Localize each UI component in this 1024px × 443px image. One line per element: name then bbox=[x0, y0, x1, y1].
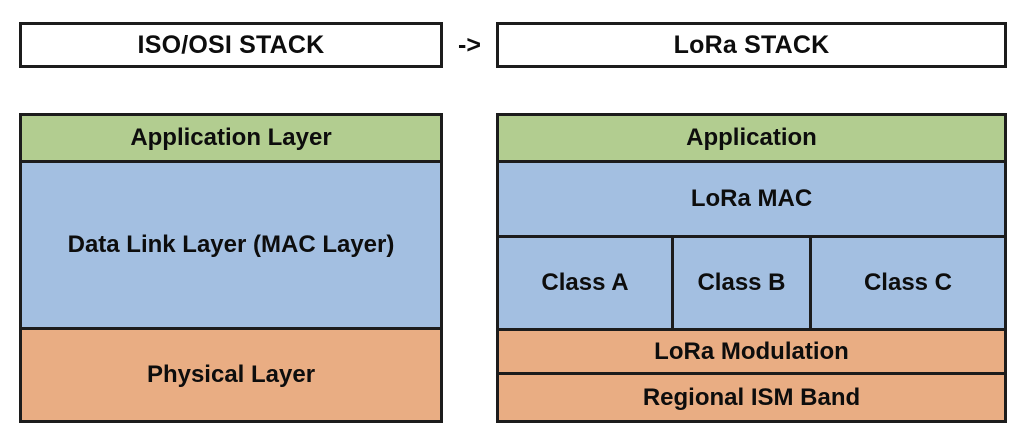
iso-layer-application-label: Application Layer bbox=[130, 124, 332, 151]
lora-layer-application: Application bbox=[499, 116, 1004, 163]
lora-stack-title: LoRa STACK bbox=[673, 30, 830, 59]
lora-class-row: Class A Class B Class C bbox=[499, 238, 1004, 331]
lora-layer-application-label: Application bbox=[686, 124, 817, 151]
iso-layer-data-link-label: Data Link Layer (MAC Layer) bbox=[67, 231, 395, 258]
iso-layer-data-link: Data Link Layer (MAC Layer) bbox=[22, 163, 440, 330]
lora-layer-modulation-label: LoRa Modulation bbox=[654, 337, 849, 365]
lora-class-c-cell: Class C bbox=[812, 238, 1004, 328]
lora-class-b-label: Class B bbox=[697, 269, 786, 296]
iso-layer-application: Application Layer bbox=[22, 116, 440, 163]
lora-layer-mac: LoRa MAC bbox=[499, 163, 1004, 238]
lora-layer-mac-label: LoRa MAC bbox=[690, 185, 813, 212]
maps-to-arrow: -> bbox=[443, 22, 496, 68]
lora-layer-modulation: LoRa Modulation bbox=[499, 331, 1004, 375]
arrow-glyph: -> bbox=[458, 30, 481, 59]
lora-layer-ism-band-label: Regional ISM Band bbox=[642, 383, 861, 411]
iso-osi-stack-title: ISO/OSI STACK bbox=[137, 30, 325, 59]
iso-osi-stack-title-box: ISO/OSI STACK bbox=[19, 22, 443, 68]
lora-layer-ism-band: Regional ISM Band bbox=[499, 375, 1004, 420]
lora-class-c-label: Class C bbox=[863, 269, 953, 296]
lora-stack-title-box: LoRa STACK bbox=[496, 22, 1007, 68]
lora-class-a-cell: Class A bbox=[499, 238, 674, 328]
lora-class-a-label: Class A bbox=[541, 269, 629, 296]
lora-stack: Application LoRa MAC Class A Class B Cla… bbox=[496, 113, 1007, 423]
iso-layer-physical: Physical Layer bbox=[22, 330, 440, 420]
lora-class-b-cell: Class B bbox=[674, 238, 812, 328]
iso-layer-physical-label: Physical Layer bbox=[146, 361, 316, 388]
iso-osi-stack: Application Layer Data Link Layer (MAC L… bbox=[19, 113, 443, 423]
